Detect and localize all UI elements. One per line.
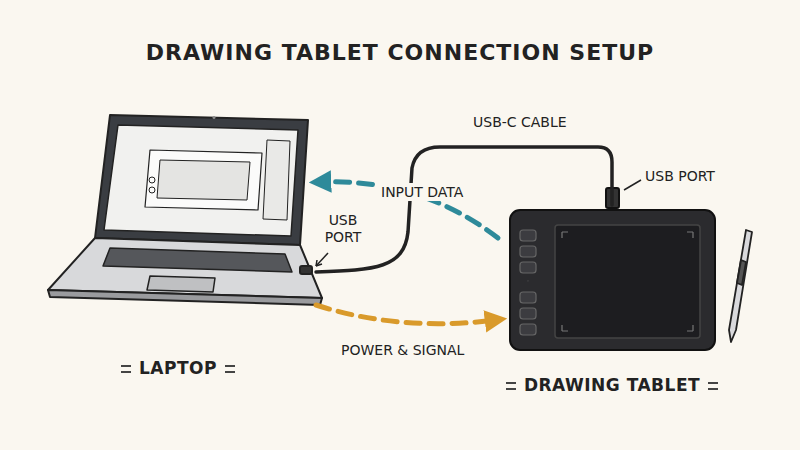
- device-node: LAPTOP: [40, 108, 316, 378]
- connector-label: POWER & SIGNAL: [337, 341, 468, 359]
- connector-label: INPUT DATA: [377, 183, 467, 201]
- node-caption: LAPTOP: [40, 358, 316, 378]
- leader-lines: [316, 180, 641, 266]
- device-node: DRAWING TABLET: [500, 205, 724, 395]
- power-flow-arrow: [316, 305, 496, 324]
- diagram-title: DRAWING TABLET CONNECTION SETUP: [0, 40, 800, 65]
- pen-drawing: [729, 230, 752, 342]
- usb-cable: [316, 147, 612, 272]
- connector-label: USB-C CABLE: [469, 113, 571, 131]
- tablet-drawing: [510, 188, 715, 350]
- port-label: USB PORT: [645, 168, 715, 185]
- laptop-drawing: [48, 115, 322, 305]
- port-label: USB PORT: [318, 212, 368, 246]
- device-label: LAPTOP: [117, 358, 239, 378]
- node-caption: DRAWING TABLET: [500, 375, 724, 395]
- device-label: DRAWING TABLET: [502, 375, 722, 395]
